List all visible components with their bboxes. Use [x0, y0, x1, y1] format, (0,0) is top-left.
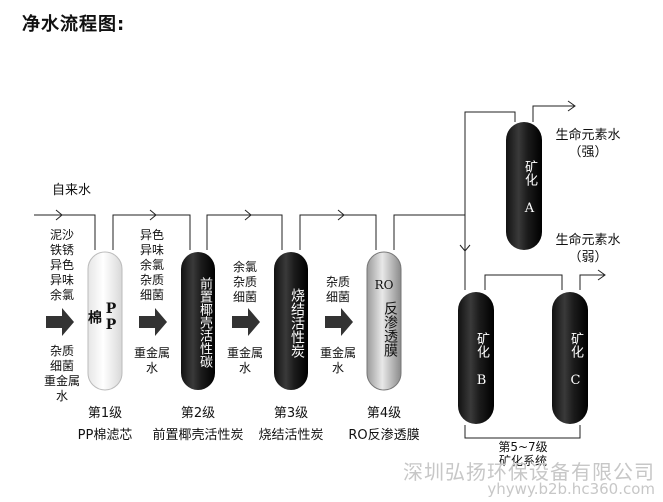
- stage1-name: PP棉滤芯: [77, 428, 133, 443]
- remove-item: 水: [145, 361, 158, 375]
- mineral-b-label: 矿化 B: [474, 332, 489, 388]
- output-weak-level: （弱）: [568, 250, 608, 265]
- ro-filter-label-top: RO: [374, 278, 394, 292]
- impurity-item: 异味: [50, 273, 75, 287]
- mineral-c-label: 矿化 C: [568, 332, 583, 388]
- pipe-1-2: [112, 214, 191, 250]
- stage4-removes-bottom: 重金属 水: [318, 346, 358, 376]
- remove-item: 杂质: [49, 344, 74, 358]
- pipe-2-3: [206, 214, 283, 250]
- remove-item: 重金属: [226, 346, 263, 360]
- pipe-a-out: [532, 105, 575, 122]
- stage2-filter-label: 前置椰壳活性碳: [197, 276, 212, 368]
- stage4-level: 第4级: [366, 406, 402, 421]
- stage2-name: 前置椰壳活性炭: [152, 428, 244, 443]
- remove-item: 重金属: [43, 374, 80, 388]
- mineral-system-name: 矿化系统: [498, 454, 547, 468]
- impurity-item: 余氯: [50, 288, 75, 302]
- mineral-c-body: [552, 292, 588, 424]
- arrowhead-1-2: [149, 209, 157, 221]
- output-weak-title: 生命元素水: [555, 233, 621, 248]
- pipe-c-out: [579, 274, 605, 290]
- mineral-system-label: 第5~7级 矿化系统: [488, 440, 558, 468]
- remove-item: 细菌: [49, 359, 74, 373]
- page-title: 净水流程图:: [22, 14, 126, 35]
- remove-item: 水: [331, 361, 344, 375]
- stage3-level: 第3级: [273, 406, 309, 421]
- arrowhead-c-out: [597, 269, 606, 281]
- ro-filter-label: 反渗透膜: [382, 301, 398, 357]
- remove-item: 水: [238, 361, 251, 375]
- stage3-removes-top: 余氯 杂质 细菌: [233, 260, 257, 305]
- watermark-url: yhywy.b2b.hc360.com: [487, 480, 655, 498]
- output-strong-level: （强）: [568, 145, 608, 160]
- output-strong: 生命元素水 （强）: [548, 127, 628, 161]
- remove-item: 杂质: [140, 273, 165, 287]
- flow-arrow-1: [46, 308, 74, 336]
- pipe-to-a: [464, 111, 516, 215]
- arrowhead-2-3: [244, 209, 252, 221]
- watermark-company: 深圳弘扬环保设备有限公司: [403, 460, 655, 484]
- impurity-item: 异色: [50, 258, 75, 272]
- flow-arrow-3: [232, 308, 260, 336]
- remove-item: 重金属: [319, 346, 356, 360]
- pipe-4-out: [393, 214, 466, 250]
- stage2-removes-top: 异色 异味 余氯 杂质 细菌: [140, 228, 164, 303]
- stage3-name: 烧结活性炭: [258, 428, 324, 443]
- remove-item: 细菌: [326, 290, 351, 304]
- remove-item: 水: [55, 389, 68, 403]
- mineral-bracket: [464, 425, 581, 439]
- stage2-removes-bottom: 重金属 水: [132, 346, 172, 376]
- pipe-b-c: [484, 274, 563, 290]
- arrowhead-a-out: [567, 100, 576, 112]
- output-strong-title: 生命元素水: [555, 128, 621, 143]
- stage2-filter-body: [181, 252, 215, 390]
- stage3-filter-label: 烧结活性炭: [289, 288, 305, 358]
- stage3-filter-body: [274, 252, 308, 390]
- remove-item: 异味: [140, 243, 165, 257]
- flow-arrow-2: [139, 308, 167, 336]
- pp-filter-body: [87, 251, 123, 391]
- stage4-removes-top: 杂质 细菌: [326, 275, 350, 305]
- remove-item: 细菌: [233, 290, 258, 304]
- stage1-removes: 杂质 细菌 重金属 水: [42, 344, 82, 404]
- output-weak: 生命元素水 （弱）: [548, 232, 628, 266]
- pp-filter-label: PP 棉: [86, 301, 119, 333]
- impurity-list: 泥沙 铁锈 异色 异味 余氯: [50, 228, 74, 303]
- impurity-item: 泥沙: [50, 228, 75, 242]
- stage2-level: 第2级: [180, 406, 216, 421]
- mineral-b-body: [458, 292, 494, 424]
- flow-arrow-4: [325, 308, 353, 336]
- arrowhead-3-4: [337, 209, 345, 221]
- mineral-a-label: 矿化 A: [522, 160, 537, 216]
- arrowhead-down: [459, 244, 471, 252]
- remove-item: 细菌: [140, 288, 165, 302]
- mineral-a-body: [506, 122, 542, 250]
- pipe-3-4: [299, 214, 377, 250]
- remove-item: 异色: [140, 228, 165, 242]
- arrowhead-inlet: [55, 209, 63, 221]
- mineral-system-stages: 第5~7级: [498, 440, 548, 454]
- pipe-inlet: [34, 214, 96, 250]
- ro-filter-body: [366, 251, 402, 391]
- remove-item: 余氯: [233, 260, 258, 274]
- inlet-label: 自来水: [52, 183, 92, 198]
- remove-item: 杂质: [326, 275, 351, 289]
- remove-item: 杂质: [233, 275, 258, 289]
- impurity-item: 铁锈: [50, 243, 75, 257]
- stage3-removes-bottom: 重金属 水: [225, 346, 265, 376]
- remove-item: 余氯: [140, 258, 165, 272]
- stage4-name: RO反渗透膜: [348, 428, 420, 443]
- stage1-level: 第1级: [87, 406, 123, 421]
- remove-item: 重金属: [133, 346, 170, 360]
